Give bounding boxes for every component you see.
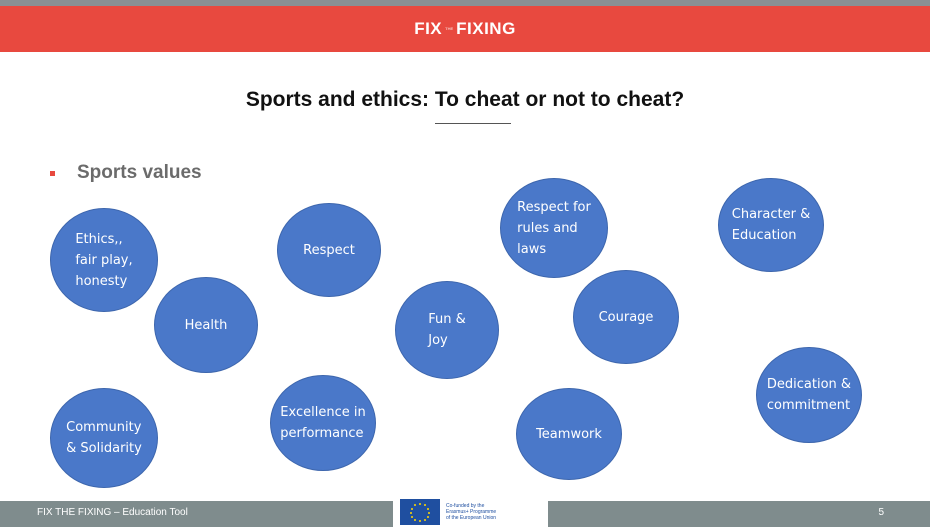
value-label: Respect <box>303 242 355 258</box>
footer-title: FIX THE FIXING – Education Tool <box>37 507 188 518</box>
header-banner: FIX THE FIXING <box>0 6 930 52</box>
eu-funding-text: Co-funded by the Erasmus+ Programme of t… <box>446 503 497 521</box>
logo-the: THE <box>445 27 453 31</box>
value-bubble-fun-joy: Fun & Joy <box>395 281 499 379</box>
value-bubble-respect: Respect <box>277 203 381 297</box>
value-bubble-courage: Courage <box>573 270 679 364</box>
value-bubble-teamwork: Teamwork <box>516 388 622 480</box>
value-label: Excellence in performance <box>280 405 366 441</box>
logo-fixing: FIXING <box>456 19 516 38</box>
value-label: Teamwork <box>536 426 602 442</box>
value-bubble-community: Community & Solidarity <box>50 388 158 488</box>
logo-fix: FIX <box>414 19 443 38</box>
value-bubble-dedication: Dedication & commitment <box>756 347 862 443</box>
bullet-marker <box>50 171 55 176</box>
value-bubble-character: Character & Education <box>718 178 824 272</box>
value-label: Character & Education <box>731 207 811 243</box>
eu-flag-icon <box>400 499 440 525</box>
logo-the-text: THE <box>445 26 454 31</box>
value-label: Ethics,, fair play, honesty <box>75 231 133 289</box>
value-label: Dedication & commitment <box>766 377 852 413</box>
eu-funding-badge: Co-funded by the Erasmus+ Programme of t… <box>393 497 548 527</box>
value-label: Fun & Joy <box>428 312 466 348</box>
value-label: Respect for rules and laws <box>517 199 591 257</box>
top-border <box>0 0 930 6</box>
page-number: 5 <box>878 507 884 518</box>
fix-the-fixing-logo: FIX THE FIXING <box>414 19 516 39</box>
value-bubble-ethics: Ethics,, fair play, honesty <box>50 208 158 312</box>
slide-title: Sports and ethics: To cheat or not to ch… <box>245 88 685 111</box>
value-bubble-rules: Respect for rules and laws <box>500 178 608 278</box>
section-heading: Sports values <box>77 162 202 183</box>
title-divider <box>435 123 511 124</box>
value-bubble-health: Health <box>154 277 258 373</box>
value-label: Health <box>184 317 228 333</box>
value-label: Community & Solidarity <box>66 420 142 456</box>
value-label: Courage <box>598 309 654 325</box>
value-bubble-excellence: Excellence in performance <box>270 375 376 471</box>
